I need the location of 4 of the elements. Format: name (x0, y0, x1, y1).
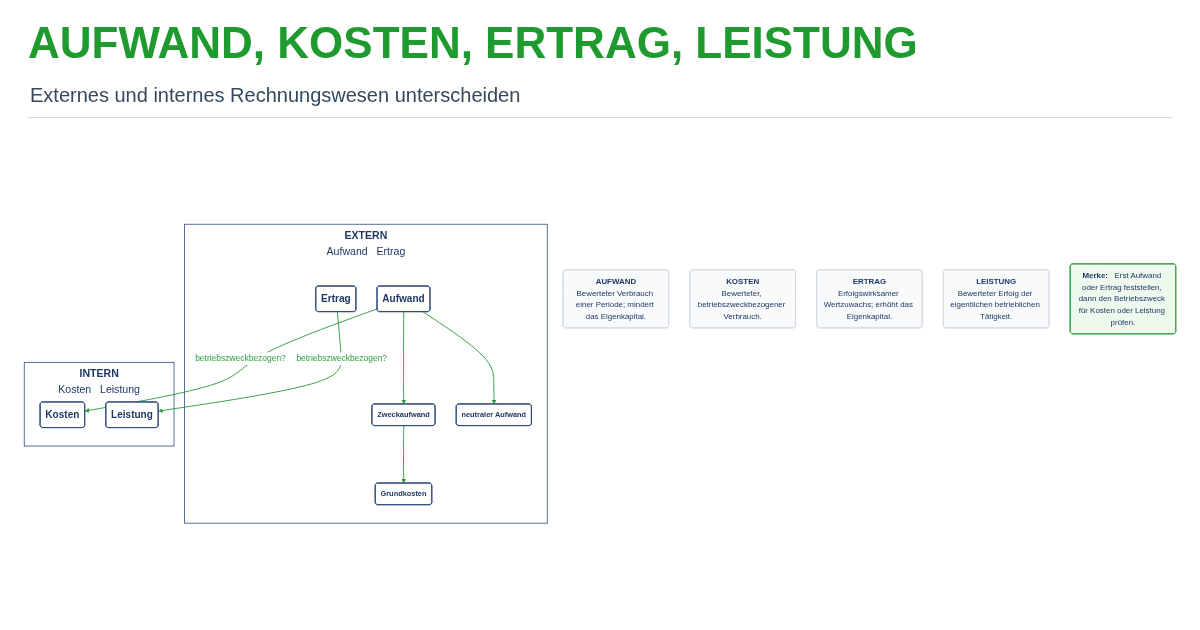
edge-label: betriebszweckbezogen? (195, 354, 286, 364)
edge-label: betriebszweckbezogen? (296, 354, 388, 364)
subtitle: Externes und internes Rechnungswesen unterscheiden (30, 84, 521, 107)
title: AUFWAND, KOSTEN, ERTRAG, LEISTUNG (28, 18, 918, 68)
